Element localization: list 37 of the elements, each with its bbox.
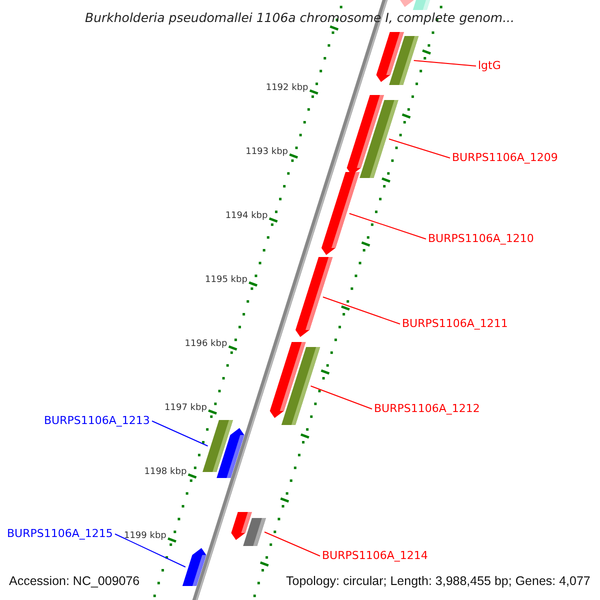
leader-line [152,420,208,446]
gene-block [216,428,244,478]
gene-block [182,548,206,586]
gene-block [400,0,415,7]
gene-block [321,172,360,255]
leader-line [388,138,450,158]
scale-label: 1193 kbp [246,147,288,158]
leader-line [348,213,426,240]
scale-label: 1198 kbp [144,467,187,478]
gene-label: BURPS1106A_1214 [322,548,428,562]
gene-label: BURPS1106A_1210 [428,232,534,244]
gene-label: BURPS1106A_1211 [402,316,508,330]
leader-line [310,386,372,410]
scale-label: 1192 kbp [266,83,308,94]
leader-line [114,534,186,568]
title: Burkholderia pseudomallei 1106a chromosome I, complete genom... [85,10,514,25]
gene-block [296,257,333,337]
leader-line [322,296,400,324]
gene-label: BURPS1106A_1213 [44,414,150,426]
leader-line [264,532,320,556]
genome-summary-text: Topology: circular; Length: 3,988,455 bp; Genes: 4,077 [286,574,590,588]
gene-bar [412,0,431,10]
scale-label: 1194 kbp [225,211,268,222]
scale-label: 1195 kbp [205,275,248,286]
accession-text: Accession: NC_009076 [9,574,140,588]
gene-bar [360,100,398,178]
gene-bar [243,518,266,546]
gene-label: lgtG [478,58,501,72]
gene-label: BURPS1106A_1212 [374,402,480,414]
gene-bar [389,36,419,85]
scale-label: 1199 kbp [124,531,166,542]
scale-label: 1197 kbp [164,403,207,414]
leader-line [413,60,476,66]
gene-bar [281,347,320,425]
gene-label: BURPS1106A_1209 [452,150,558,164]
gene-label: BURPS1106A_1215 [7,526,113,540]
scale-label: 1196 kbp [184,339,228,350]
